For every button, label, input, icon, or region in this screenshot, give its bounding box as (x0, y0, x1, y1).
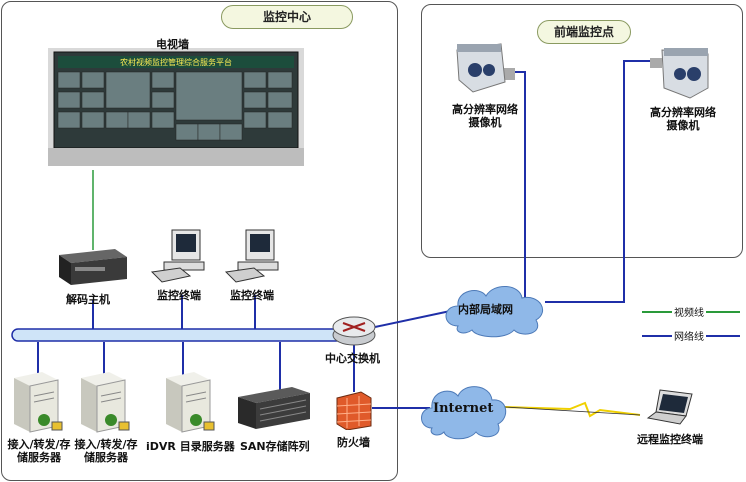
legend-network-label: 网络线 (672, 328, 706, 343)
camera-icon (650, 44, 714, 104)
server-icon (75, 368, 137, 434)
camera-icon (453, 40, 517, 100)
storage-array-icon (236, 383, 312, 433)
camera-label: 高分辨率网络摄像机 (452, 103, 518, 129)
terminal-label: 监控终端 (157, 289, 201, 302)
laptop-icon (646, 388, 696, 428)
wireless-link-icon (504, 401, 641, 418)
server-icon (160, 368, 222, 434)
svg-text:农村视频监控管理综合服务平台: 农村视频监控管理综合服务平台 (120, 57, 232, 67)
video-wall-label: 电视墙 (156, 38, 189, 51)
lan-cloud-icon (440, 278, 552, 340)
server-label: 接入/转发/存储服务器 (7, 438, 71, 464)
monitoring-center-title: 监控中心 (221, 5, 353, 29)
desktop-computer-icon (224, 228, 282, 283)
legend-video-label: 视频线 (672, 304, 706, 319)
router-icon (331, 313, 377, 349)
video-wall-image: 农村视频监控管理综合服务平台 (48, 48, 304, 166)
network-bus (11, 328, 343, 342)
lan-cloud-label: 内部局域网 (458, 303, 513, 316)
internet-cloud-label: Internet (433, 401, 494, 416)
server-label: 接入/转发/存储服务器 (74, 438, 138, 464)
switch-label: 中心交换机 (325, 352, 380, 365)
firewall-label: 防火墙 (337, 436, 370, 449)
terminal-label: 监控终端 (230, 289, 274, 302)
firewall-icon (333, 388, 373, 431)
camera-label: 高分辨率网络摄像机 (650, 106, 716, 132)
remote-label: 远程监控终端 (637, 433, 703, 446)
server-icon (8, 368, 70, 434)
front-end-title: 前端监控点 (537, 20, 631, 44)
decoder-label: 解码主机 (66, 293, 110, 306)
decoder-icon (55, 245, 130, 287)
server-label: iDVR 目录服务器 (146, 440, 235, 453)
desktop-computer-icon (150, 228, 208, 283)
internet-cloud-icon (418, 378, 510, 442)
san-label: SAN存储阵列 (240, 440, 310, 453)
